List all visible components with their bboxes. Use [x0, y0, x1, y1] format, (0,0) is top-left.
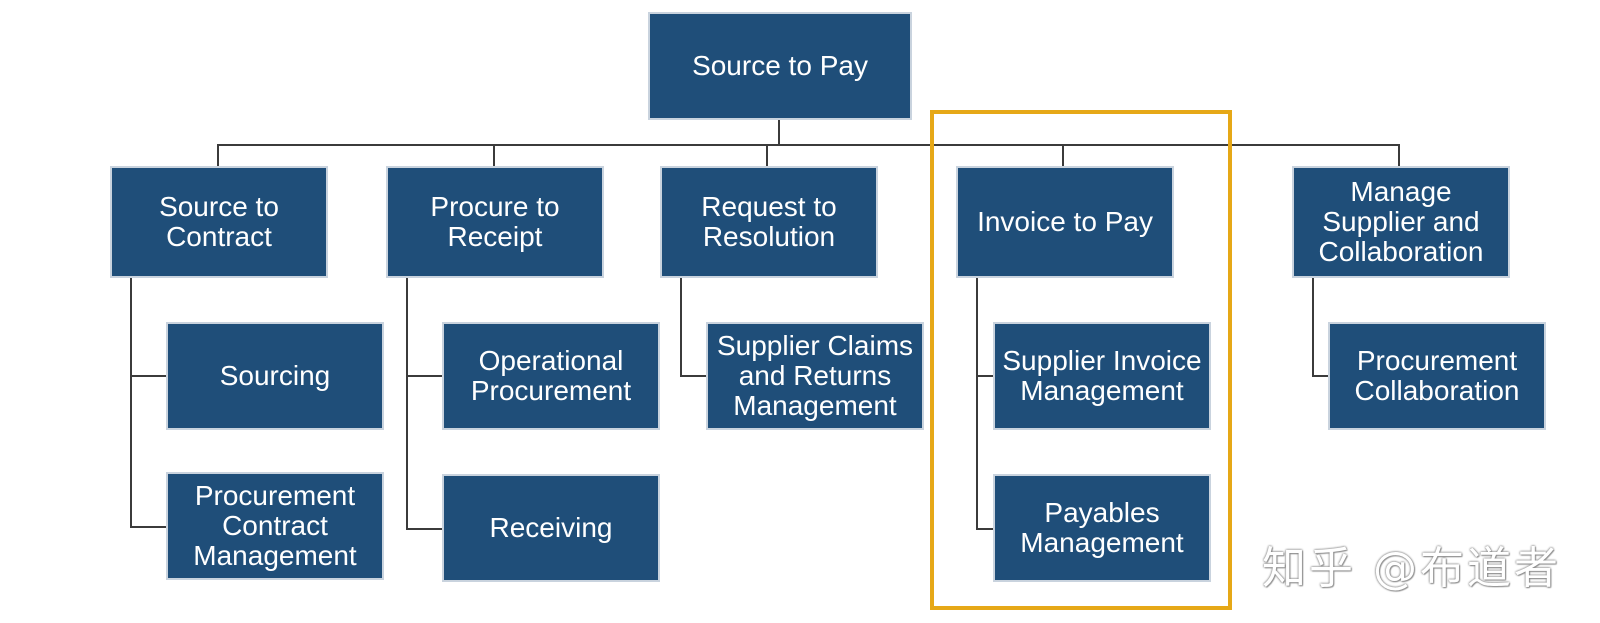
- child-node-payables-management: Payables Management: [993, 474, 1211, 582]
- child-label: Procurement Collaboration: [1354, 345, 1520, 406]
- branch-node-invoice-to-pay: Invoice to Pay: [956, 166, 1174, 278]
- connector-b4-child-2: [976, 528, 993, 530]
- connector-branch-4: [1062, 144, 1064, 166]
- child-label: Payables Management: [1020, 497, 1184, 558]
- connector-b2-spine: [406, 278, 408, 530]
- connector-branch-3: [766, 144, 768, 166]
- connector-b1-spine: [130, 278, 132, 528]
- connector-branch-2: [493, 144, 495, 166]
- child-node-supplier-claims-and-returns-management: Supplier Claims and Returns Management: [706, 322, 924, 430]
- branch-label: Manage Supplier and Collaboration: [1318, 176, 1484, 267]
- watermark: 知乎 @布道者: [1262, 543, 1561, 594]
- child-label: Procurement Contract Management: [193, 480, 357, 571]
- child-node-sourcing: Sourcing: [166, 322, 384, 430]
- child-node-procurement-collaboration: Procurement Collaboration: [1328, 322, 1546, 430]
- connector-b3-child-1: [680, 375, 706, 377]
- connector-b4-child-1: [976, 375, 993, 377]
- branch-label: Request to Resolution: [701, 191, 837, 252]
- child-node-operational-procurement: Operational Procurement: [442, 322, 660, 430]
- child-node-supplier-invoice-management: Supplier Invoice Management: [993, 322, 1211, 430]
- branch-label: Invoice to Pay: [977, 206, 1153, 237]
- connector-branch-1: [217, 144, 219, 166]
- child-label: Receiving: [489, 512, 613, 543]
- connector-root-stem: [778, 120, 780, 144]
- child-label: Operational Procurement: [470, 345, 632, 406]
- connector-b5-spine: [1312, 278, 1314, 377]
- connector-branch-bar: [217, 144, 1400, 146]
- connector-b2-child-1: [406, 375, 442, 377]
- connector-b5-child-1: [1312, 375, 1328, 377]
- root-label: Source to Pay: [692, 50, 868, 81]
- connector-b3-spine: [680, 278, 682, 377]
- branch-node-request-to-resolution: Request to Resolution: [660, 166, 878, 278]
- root-node: Source to Pay: [648, 12, 912, 120]
- highlight-box: [930, 110, 1232, 610]
- child-label: Supplier Claims and Returns Management: [716, 330, 914, 421]
- child-label: Sourcing: [219, 360, 331, 391]
- connector-branch-5: [1398, 144, 1400, 166]
- connector-b2-child-2: [406, 528, 442, 530]
- child-node-procurement-contract-management: Procurement Contract Management: [166, 472, 384, 580]
- branch-node-manage-supplier-and-collaboration: Manage Supplier and Collaboration: [1292, 166, 1510, 278]
- child-node-receiving: Receiving: [442, 474, 660, 582]
- branch-node-source-to-contract: Source to Contract: [110, 166, 328, 278]
- branch-label: Procure to Receipt: [430, 191, 560, 252]
- branch-label: Source to Contract: [159, 191, 279, 252]
- connector-b4-spine: [976, 278, 978, 530]
- child-label: Supplier Invoice Management: [1002, 345, 1202, 406]
- connector-b1-child-2: [130, 526, 166, 528]
- branch-node-procure-to-receipt: Procure to Receipt: [386, 166, 604, 278]
- connector-b1-child-1: [130, 375, 166, 377]
